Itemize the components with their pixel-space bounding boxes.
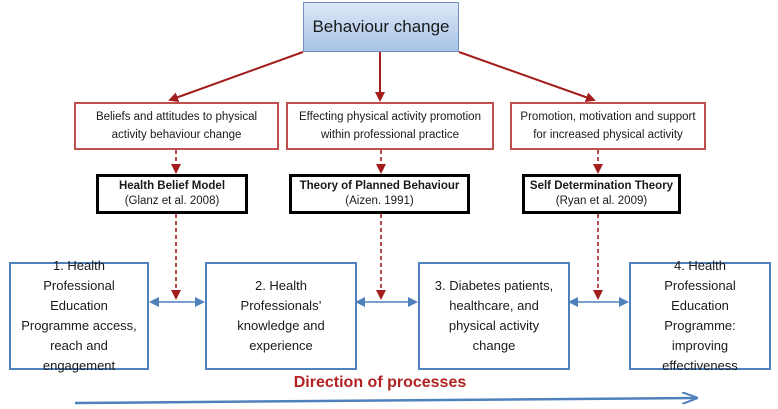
process-box-2: 2. Health Professionals’ knowledge and e… — [205, 262, 357, 370]
theory-box-planned-behaviour: Theory of Planned Behaviour (Aizen. 1991… — [289, 174, 470, 214]
arrow-top-to-theme-3 — [458, 51, 596, 103]
behaviour-change-box: Behaviour change — [303, 2, 459, 52]
arrow-top-to-theme-1 — [168, 51, 304, 102]
process-label: 3. Diabetes patients, healthcare, and ph… — [434, 278, 554, 353]
theme-box-motivation-support: Promotion, motivation and support for in… — [510, 102, 706, 150]
process-label: 2. Health Professionals’ knowledge and e… — [237, 278, 325, 353]
process-label: 4. Health Professional Education Program… — [662, 258, 738, 373]
theme-box-promotion-practice: Effecting physical activity promotion wi… — [286, 102, 494, 150]
theme-box-beliefs: Beliefs and attitudes to physical activi… — [74, 102, 279, 150]
theme-label: Effecting physical activity promotion wi… — [299, 111, 481, 141]
theory-citation: (Glanz et al. 2008) — [124, 195, 220, 207]
process-box-1: 1. Health Professional Education Program… — [9, 258, 149, 373]
process-box-4: 4. Health Professional Education Program… — [629, 258, 771, 373]
theme-label: Beliefs and attitudes to physical activi… — [95, 111, 258, 141]
behaviour-change-label: Behaviour change — [312, 17, 450, 36]
theory-citation: (Ryan et al. 2009) — [555, 195, 648, 207]
theory-box-self-determination: Self Determination Theory (Ryan et al. 2… — [522, 174, 681, 214]
direction-of-processes-label: Direction of processes — [293, 374, 467, 391]
direction-arrow — [74, 398, 696, 405]
theme-label: Promotion, motivation and support for in… — [520, 111, 696, 141]
theory-name: Self Determination Theory — [529, 180, 674, 192]
theory-name: Health Belief Model — [118, 180, 226, 192]
theory-name: Theory of Planned Behaviour — [299, 180, 460, 192]
theory-citation: (Aizen. 1991) — [345, 195, 414, 207]
theory-box-health-belief-model: Health Belief Model (Glanz et al. 2008) — [96, 174, 248, 214]
process-label: 1. Health Professional Education Program… — [21, 258, 137, 373]
process-box-3: 3. Diabetes patients, healthcare, and ph… — [418, 262, 570, 370]
